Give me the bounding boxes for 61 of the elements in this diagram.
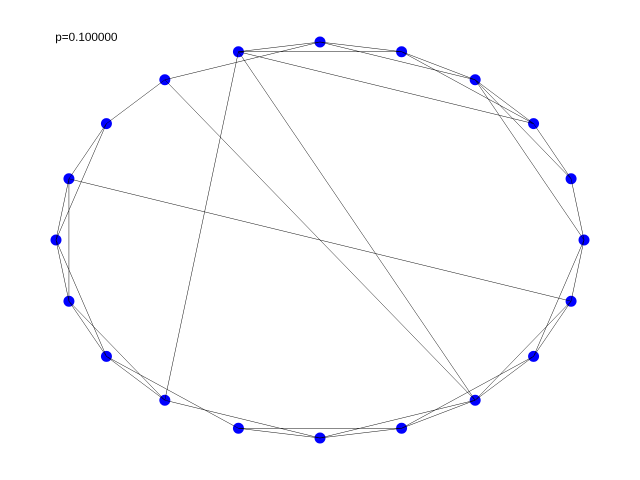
edge-line xyxy=(238,51,402,52)
edge-line xyxy=(401,51,534,124)
edge-line xyxy=(570,240,584,302)
title: p=0.100000 xyxy=(56,32,117,44)
edge-line xyxy=(56,240,107,357)
edge-line xyxy=(164,42,320,80)
graph-node xyxy=(470,74,481,86)
graph-node xyxy=(396,422,408,434)
edge-line xyxy=(68,123,107,180)
edge-line xyxy=(238,42,320,52)
edge-line xyxy=(401,400,476,429)
graph-node xyxy=(528,350,540,362)
edge-line xyxy=(238,51,476,400)
graph-node xyxy=(159,394,170,406)
edge-line xyxy=(56,240,70,302)
edge-line xyxy=(68,300,166,400)
edge-line xyxy=(474,80,572,180)
edge-line xyxy=(238,51,534,124)
edge-line xyxy=(68,178,572,302)
edge-line xyxy=(474,80,584,240)
edge-line xyxy=(238,428,402,429)
edge-line xyxy=(320,42,402,52)
edge-line xyxy=(401,51,476,80)
edge-line xyxy=(570,178,584,240)
graph-node xyxy=(566,173,577,184)
edge-line xyxy=(56,123,107,240)
edge-line xyxy=(164,80,476,400)
edge-line xyxy=(320,428,402,438)
edge-line xyxy=(164,51,239,400)
graph-node xyxy=(159,74,170,86)
edge-line xyxy=(401,356,534,429)
graph-node xyxy=(100,118,112,130)
edge-line xyxy=(320,400,476,438)
edge-line xyxy=(106,80,166,124)
edge-line xyxy=(238,428,320,438)
graph-node xyxy=(63,173,74,184)
graph-node xyxy=(314,36,326,48)
graph-node xyxy=(100,350,112,362)
graph-node xyxy=(578,234,590,246)
graph-node xyxy=(232,422,244,434)
edge-line xyxy=(474,300,572,400)
edge-line xyxy=(106,356,239,429)
graph-node xyxy=(396,46,408,58)
edge-line xyxy=(533,123,572,180)
graph-node xyxy=(566,296,577,307)
graph-node xyxy=(314,432,326,444)
edge-line xyxy=(56,178,70,240)
edge-line xyxy=(474,356,534,400)
edge-line xyxy=(320,42,476,80)
graph-node xyxy=(232,46,244,58)
edge-line xyxy=(106,356,166,400)
graph-node xyxy=(528,118,540,130)
edge-line xyxy=(68,178,70,302)
edge-line xyxy=(474,80,534,124)
graph-node xyxy=(50,234,62,246)
edge-line xyxy=(68,300,107,357)
edge-line xyxy=(533,240,584,357)
edge-line xyxy=(164,400,320,438)
edge-line xyxy=(533,300,572,357)
graph-node xyxy=(63,296,74,307)
graph-node xyxy=(470,394,481,406)
